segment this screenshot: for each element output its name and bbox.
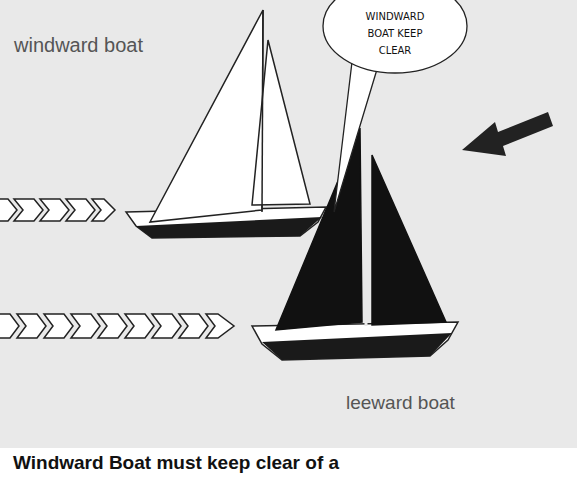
background [0, 0, 577, 448]
windward-wake [0, 199, 115, 221]
boat-label: windward boat [14, 34, 143, 57]
leeward-boat [252, 128, 458, 360]
windward-boat [126, 10, 326, 238]
bubble-text: WINDWARD BOAT KEEP CLEAR [360, 8, 430, 59]
speech-bubble: WINDWARD BOAT KEEP CLEAR [322, 0, 468, 74]
leeward-wake [0, 314, 234, 338]
boat-label: leeward boat [346, 392, 455, 414]
bubble-tail [334, 62, 378, 212]
wind-arrow [462, 112, 553, 156]
bubble-ellipse [323, 0, 467, 73]
caption: Windward Boat must keep clear of a [13, 452, 339, 474]
